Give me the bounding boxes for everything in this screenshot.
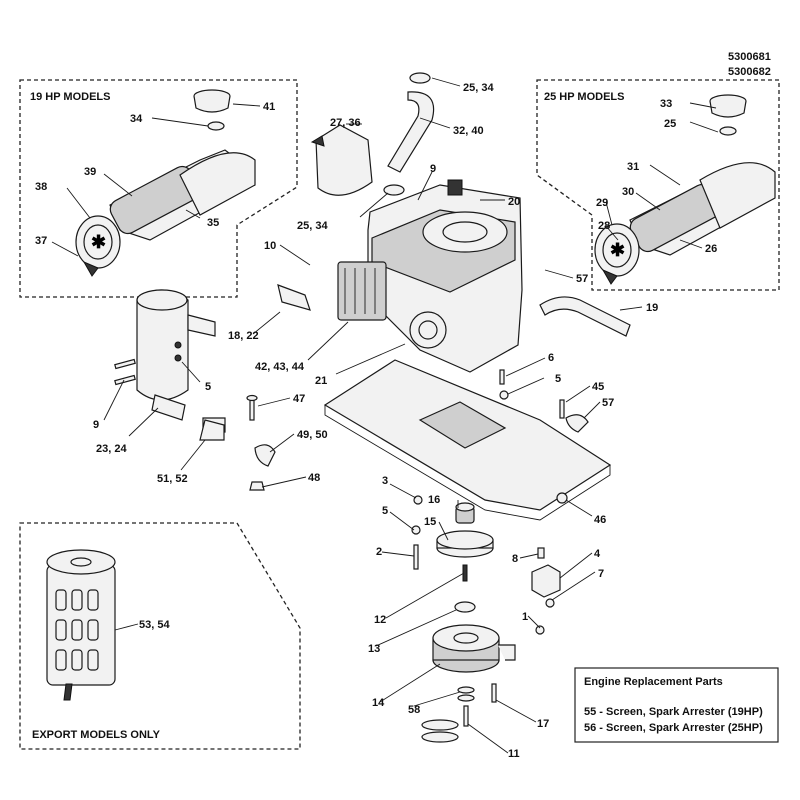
bracket-4: [531, 547, 561, 635]
callout-12: 12: [374, 614, 386, 626]
callout-14: 14: [372, 697, 385, 709]
callout-31: 31: [627, 161, 639, 173]
callout-13: 13: [368, 643, 380, 655]
callout-45: 45: [592, 381, 604, 393]
callout-9-left: 9: [93, 419, 99, 431]
leader-lines: [51, 77, 719, 754]
legend-item-55: 55 - Screen, Spark Arrester (19HP): [584, 706, 763, 718]
region-export-title: EXPORT MODELS ONLY: [32, 729, 161, 741]
callout-labels: 41 34 39 38 35 37 25, 34 32, 40 27, 36 9…: [35, 82, 717, 760]
callout-47: 47: [293, 393, 305, 405]
callout-46: 46: [594, 514, 606, 526]
callout-25-34-top: 25, 34: [463, 82, 494, 94]
callout-10: 10: [264, 240, 276, 252]
svg-text:✱: ✱: [91, 232, 106, 252]
region-19hp: 19 HP MODELS: [19, 79, 298, 298]
region-export: EXPORT MODELS ONLY: [19, 522, 301, 750]
part-number-2: 5300682: [728, 66, 771, 78]
callout-17: 17: [537, 718, 549, 730]
callout-38: 38: [35, 181, 47, 193]
callout-20: 20: [508, 196, 520, 208]
legend-item-56: 56 - Screen, Spark Arrester (25HP): [584, 722, 763, 734]
callout-4: 4: [594, 548, 601, 560]
callout-5-center: 5: [382, 505, 388, 517]
legend: Engine Replacement Parts 55 - Screen, Sp…: [574, 667, 779, 743]
callout-48: 48: [308, 472, 320, 484]
callout-26: 26: [705, 243, 717, 255]
callout-5-left: 5: [205, 381, 211, 393]
callout-28: 28: [598, 220, 610, 232]
callout-57-right: 57: [602, 397, 614, 409]
callout-29: 29: [596, 197, 608, 209]
region-19hp-title: 19 HP MODELS: [30, 91, 111, 103]
callout-16: 16: [428, 494, 440, 506]
callout-58: 58: [408, 704, 420, 716]
callout-37: 37: [35, 235, 47, 247]
callout-27-36: 27, 36: [330, 117, 361, 129]
callout-30: 30: [622, 186, 634, 198]
svg-text:✱: ✱: [610, 240, 625, 260]
callout-23-24: 23, 24: [96, 443, 127, 455]
callout-3: 3: [382, 475, 388, 487]
engine: [337, 179, 523, 373]
callout-21: 21: [315, 375, 327, 387]
deck-plate: [323, 359, 612, 521]
hose-assembly: [383, 72, 435, 196]
callout-39: 39: [84, 166, 96, 178]
callout-49-50: 49, 50: [297, 429, 328, 441]
region-25hp-title: 25 HP MODELS: [544, 91, 625, 103]
callout-53-54: 53, 54: [139, 619, 170, 631]
callout-11: 11: [508, 748, 520, 760]
callout-25-34-mid: 25, 34: [297, 220, 328, 232]
callout-35: 35: [207, 217, 219, 229]
callout-25: 25: [664, 118, 676, 130]
exhaust-pipe: [539, 296, 631, 337]
callout-2: 2: [376, 546, 382, 558]
callout-5-right: 5: [555, 373, 561, 385]
callout-41: 41: [263, 101, 275, 113]
callout-32-40: 32, 40: [453, 125, 484, 137]
callout-42-43-44: 42, 43, 44: [255, 361, 305, 373]
callout-7: 7: [598, 568, 604, 580]
bracket-51-52: [199, 419, 225, 441]
clutch-hardware: [421, 683, 497, 743]
legend-title: Engine Replacement Parts: [584, 676, 723, 688]
callout-8: 8: [512, 553, 518, 565]
callout-18-22: 18, 22: [228, 330, 259, 342]
callout-9-top: 9: [430, 163, 436, 175]
callout-34: 34: [130, 113, 143, 125]
region-25hp: 25 HP MODELS: [536, 79, 780, 291]
muffler-assembly: [114, 284, 311, 421]
clutch: [432, 624, 516, 673]
spark-arrester-screen: [46, 549, 116, 701]
callout-51-52: 51, 52: [157, 473, 188, 485]
callout-19: 19: [646, 302, 658, 314]
air-cleaner-25hp: ✱: [594, 94, 776, 285]
pulley-stack: [436, 502, 494, 613]
callout-6: 6: [548, 352, 554, 364]
callout-15: 15: [424, 516, 436, 528]
callout-57-top: 57: [576, 273, 588, 285]
callout-1: 1: [522, 611, 528, 623]
callout-33: 33: [660, 98, 672, 110]
bracket-27-36: [310, 124, 373, 196]
part-number-1: 5300681: [728, 51, 771, 63]
air-cleaner-19hp: ✱: [75, 89, 256, 277]
